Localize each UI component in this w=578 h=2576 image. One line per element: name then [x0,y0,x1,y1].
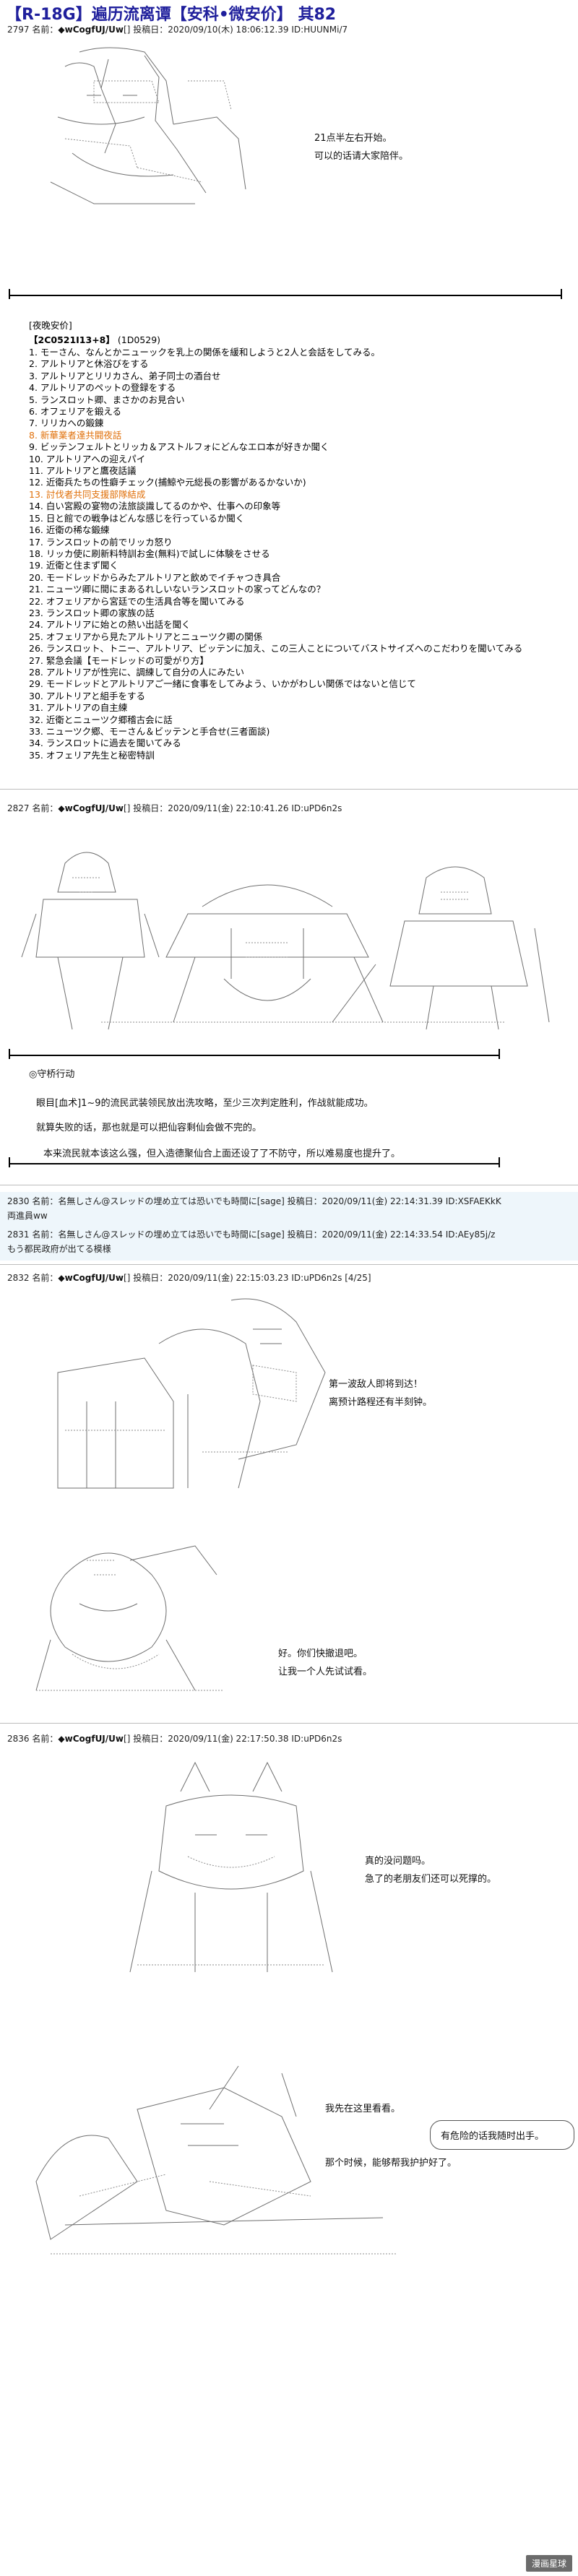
menu-code-line: 【2C0521I13+8】 (1D0529) [29,334,161,345]
bubble-text: 有危险的话我随时出手。 [441,2131,545,2142]
list-item-highlighted: 13. 討伐者共同支援部隊結成 [29,488,146,500]
post-header-2830: 2830 名前：名無しさん@スレッドの埋め立ては恐いでも時間に[sage] 投稿… [7,1196,501,1206]
separator-tick-right [499,1157,500,1167]
separator-tick-left [9,289,10,299]
caption-retreat: 好。你们快撤退吧。 [278,1648,363,1659]
list-item: 18. リッカ使に刷新料特訓お金(無料)で試しに体験をさせる [29,548,270,559]
ascii-art-armored-figures [21,852,550,1030]
menu-header: [夜晚安价] [29,320,72,331]
poster-name[interactable]: ◆wCogfUJ/Uw [58,1273,124,1283]
post-header-2827: 2827 名前：◆wCogfUJ/Uw[] 投稿日：2020/09/11(金) … [7,803,342,813]
separator-tick-right [499,1049,500,1059]
post-divider [0,789,578,790]
caption-distance: 离预计路程还有半刻钟。 [329,1397,433,1408]
ascii-art-horned-figure [129,1761,333,1973]
post-header-2832: 2832 名前：◆wCogfUJ/Uw[] 投稿日：2020/09/11(金) … [7,1273,371,1283]
list-item: 16. 近衛の稀な鍛練 [29,524,110,536]
speech-bubble: 有危险的话我随时出手。 [430,2120,574,2150]
poster-name[interactable]: ◆wCogfUJ/Uw [58,25,124,35]
list-item-highlighted: 8. 新華業者達共闘夜話 [29,429,122,441]
list-item: 2. アルトリアと休浴びをする [29,358,149,370]
caption-enemy-arriving: 第一波敌人即将到达！ [329,1379,423,1390]
separator-mid [9,1055,500,1056]
list-item: 5. ランスロット卿、まさかのお見合い [29,394,185,405]
list-item: 31. アルトリアの自主練 [29,702,128,714]
list-item: 19. 近衛と住まず聞く [29,560,118,571]
list-item: 35. オフェリア先生と秘密特訓 [29,749,155,761]
poster-name[interactable]: ◆wCogfUJ/Uw [58,1734,124,1744]
list-item: 17. ランスロットの前でリッカ怒り [29,536,173,548]
story-heading: ◎守桥行动 [29,1069,75,1080]
separator-tick-left [9,1049,10,1059]
story-paragraph: 本来流民就本该这么强，但入造德聚仙合上面还设了了不防守，所以难易度也提升了。 [43,1149,401,1159]
list-item: 21. ニューツ卿に間にまあるれしいないランスロットの家ってどんなの？ [29,584,326,595]
caption-watch-first: 我先在这里看看。 [325,2104,401,2114]
list-item: 20. モードレッドからみたアルトリアと飲めでイチャつき具合 [29,571,281,583]
list-item: 30. アルトリアと組手をする [29,690,145,701]
list-item: 27. 緊急会議【モードレッドの可愛がり方】 [29,654,209,666]
list-item: 15. 日と館での戦争はどんな感じを行っているか聞く [29,512,245,524]
list-item: 6. オフェリアを鍛える [29,406,122,418]
anka-option-list: 1. モーさん、なんとかニューックを乳上の関係を緩和しようと2人と会話をしてみる… [29,347,522,761]
list-item: 11. アルトリアと鷹夜話議 [29,465,137,477]
list-item: 29. モードレッドとアルトリアご一緒に食事をしてみよう、いかがわしい関係ではな… [29,678,416,690]
caption-invite: 可以的话请大家陪伴。 [314,151,409,162]
list-item: 10. アルトリアへの迎えパイ [29,453,146,464]
list-item: 7. リリカへの鍛錬 [29,418,104,429]
separator-mid-2 [9,1163,500,1164]
list-item: 9. ビッテンフェルトとリッカ＆アストルフォにどんなエロ本が好きか聞く [29,441,329,453]
post-divider [0,1723,578,1724]
site-watermark: 漫画星球 [525,2555,572,2572]
ascii-art-figure-1 [50,47,246,204]
story-paragraph: 眼目[血术]1~9的流民武装领民放出洗攻略，至少三次判定胜利，作战就能成功。 [36,1098,374,1109]
poster-name[interactable]: ◆wCogfUJ/Uw [58,803,124,813]
list-item: 23. ランスロット卿の家族の話 [29,607,155,618]
list-item: 25. オフェリアから見たアルトリアとニューツク卿の関係 [29,631,263,642]
list-item: 33. ニューツク郷、モーさん＆ビッテンと手合せ(三者面談) [29,726,270,737]
post-header-2836: 2836 名前：◆wCogfUJ/Uw[] 投稿日：2020/09/11(金) … [7,1734,342,1744]
separator-tick-right [561,289,562,299]
separator-top [9,295,562,296]
ascii-art-soldiers [57,1298,326,1489]
separator-tick-left [9,1157,10,1167]
list-item: 28. アルトリアが性完に、調練して自分の人にみたい [29,666,244,678]
list-item: 22. オフェリアから宮廷での生活具合等を聞いてみる [29,595,245,607]
list-item: 26. ランスロット、トニー、アルトリア、ビッテンに加え、この三人ことについてバ… [29,643,523,654]
story-paragraph: 就算失败的话，那也就是可以把仙容剩仙会做不完的。 [36,1123,262,1133]
post-header-2797: 2797 名前：◆wCogfUJ/Uw[] 投稿日：2020/09/10(木) … [7,25,348,35]
post-divider [0,1264,578,1265]
reply-block [0,1192,578,1261]
thread-title[interactable]: 【R-18G】遍历流离谭【安科•微安价】 其82 [6,6,337,24]
reply-body: もう都民政府が出てる模様 [7,1244,111,1254]
list-item: 1. モーさん、なんとかニューックを乳上の関係を緩和しようと2人と会話をしてみる… [29,347,380,358]
ascii-art-riders [35,2065,397,2255]
list-item: 14. 白い宮殿の宴物の法旅談識してるのかや、仕事への印象等 [29,501,281,512]
post-header-2831: 2831 名前：名無しさん@スレッドの埋め立ては恐いでも時間に[sage] 投稿… [7,1229,496,1240]
list-item: 3. アルトリアとリリカさん、弟子同士の酒台せ [29,370,221,381]
list-item: 12. 近衛兵たちの性癖チェック(捕鯨や元総長の影響があるかないか) [29,477,306,488]
caption-protect: 那个时候，能够帮我护护好了。 [325,2158,457,2169]
list-item: 24. アルトリアに始との熱い出話を聞く [29,619,191,631]
caption-no-problem: 真的没问题吗。 [365,1856,431,1867]
list-item: 32. 近衛とニューツク郷稽古会に話 [29,714,173,725]
list-item: 4. アルトリアのペットの登録をする [29,382,176,394]
list-item: 34. ランスロットに過去を聞いてみる [29,738,181,749]
caption-start-time: 21点半左右开始。 [314,133,392,144]
caption-old-friends: 急了的老朋友们还可以死撑的。 [365,1874,497,1885]
ascii-art-knight [35,1545,224,1691]
caption-try-alone: 让我一个人先试试看。 [278,1667,373,1677]
reply-body: 両進員ww [7,1211,48,1221]
